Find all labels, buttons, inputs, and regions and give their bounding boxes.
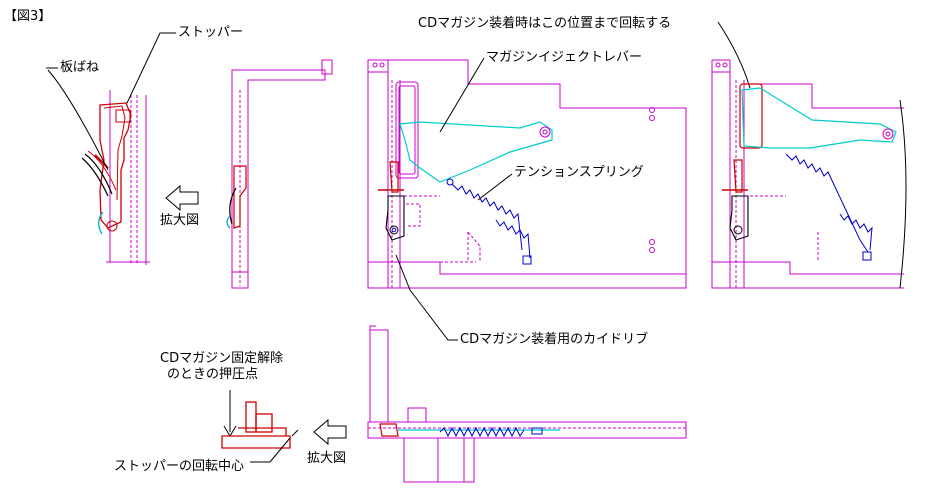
tension-spring-main: [446, 178, 532, 265]
enlarge-arrow-top: [165, 184, 199, 212]
enlarge-arrow-bottom: [313, 418, 347, 446]
leaf-spring-label: 板ばね: [60, 60, 100, 75]
enlarged-stopper-view: [81, 90, 150, 265]
figure-label: 【図3】: [4, 9, 52, 24]
side-view-narrow: [226, 59, 333, 289]
enlarged-view-label-bottom: 拡大図: [307, 451, 347, 466]
bottom-top-view: [367, 325, 687, 483]
stopper-label: ストッパー: [178, 25, 244, 40]
press-point-view: [221, 390, 299, 463]
rotate-note-leader: [717, 21, 751, 89]
enlarged-view-label-top: 拡大図: [160, 213, 200, 228]
main-view: [367, 59, 687, 289]
stopper-pivot-label: ストッパーの回転中心: [114, 459, 245, 474]
stopper-leader: [126, 32, 176, 104]
eject-lever-label: マガジンイジェクトレバー: [486, 50, 643, 65]
release-point-label-line2: のときの押圧点: [167, 367, 259, 382]
guide-rib-leader-b: [409, 289, 458, 341]
release-point-label-line1: CDマガジン固定解除: [160, 351, 284, 366]
tension-spring-label: テンションスプリング: [514, 165, 644, 180]
guide-rib-leader-a: [395, 254, 411, 291]
rotated-view: [711, 59, 907, 289]
guide-rib-label: CDマガジン装着用のカイドリブ: [460, 332, 649, 347]
tension-spring-leader: [477, 173, 513, 201]
rotate-note-label: CDマガジン装着時はこの位置まで回転する: [418, 16, 672, 31]
eject-lever-leader: [439, 57, 485, 133]
leaf-spring-leader-b: [47, 69, 109, 171]
